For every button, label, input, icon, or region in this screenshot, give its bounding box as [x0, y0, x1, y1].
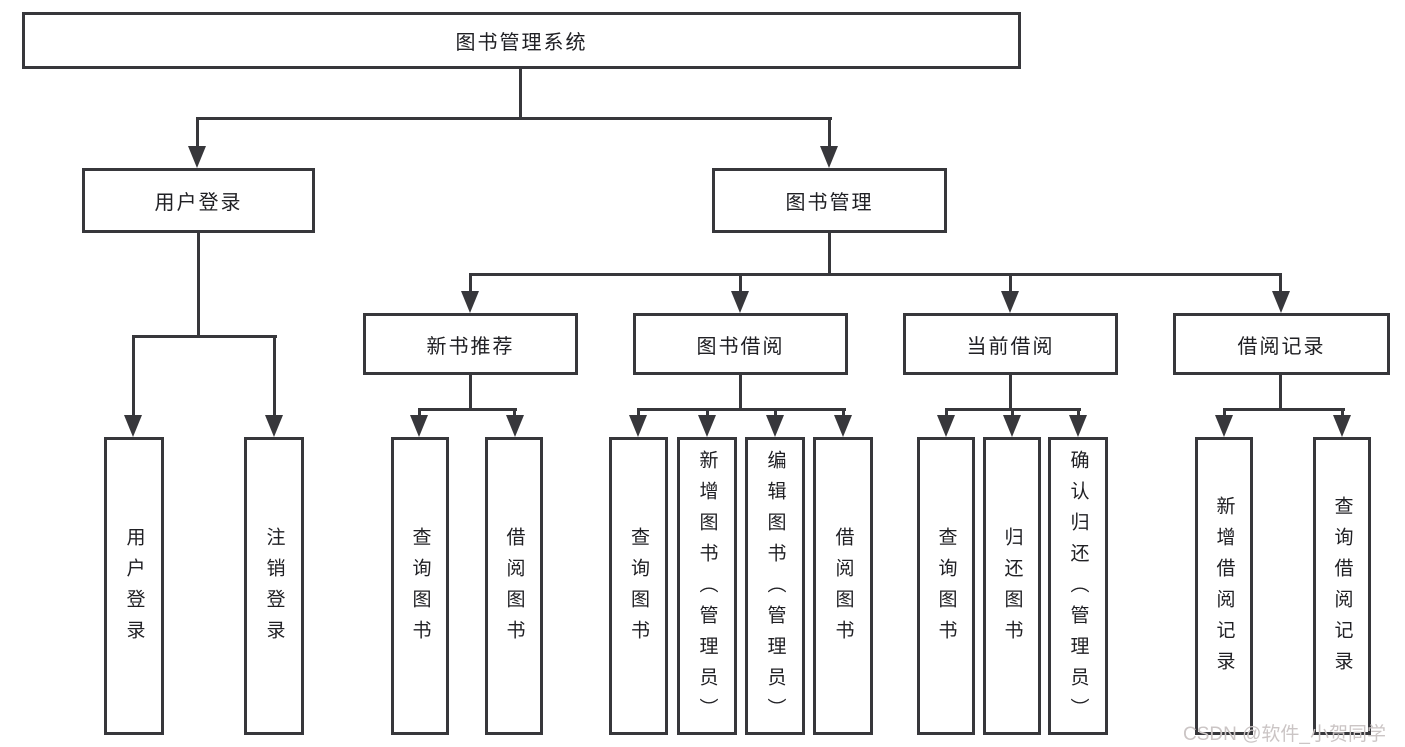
arrow-bb-add-icon: [698, 415, 716, 437]
connector-br-query-shaft: [1341, 408, 1344, 418]
connector-cb-return-shaft: [1011, 408, 1014, 418]
leaf-nb-borrow-book: 借阅图书: [485, 437, 543, 735]
connector-userlogin-bar: [132, 335, 277, 338]
connector-newbook-shaft: [469, 273, 472, 293]
leaf-bb-edit-book-admin: 编辑图书（管理员）: [745, 437, 805, 735]
arrow-cb-query-icon: [937, 415, 955, 437]
connector-cb-confirm-shaft: [1077, 408, 1080, 418]
arrow-newbook-icon: [461, 291, 479, 313]
connector-borrowrecord-bar: [1223, 408, 1345, 411]
leaf-cb-return-book: 归还图书: [983, 437, 1041, 735]
node-book-borrow: 图书借阅: [633, 313, 848, 375]
connector-bookborrow-shaft: [739, 273, 742, 293]
leaf-bb-add-book-admin: 新增图书（管理员）: [677, 437, 737, 735]
connector-root-bar: [196, 117, 832, 120]
arrow-userlogin-icon: [188, 146, 206, 168]
leaf-logout: 注销登录: [244, 437, 304, 735]
leaf-br-query-record: 查询借阅记录: [1313, 437, 1371, 735]
connector-borrowrecord-shaft: [1279, 273, 1282, 293]
connector-bb-edit-shaft: [774, 408, 777, 418]
connector-bookmgmt-bar: [469, 273, 1282, 276]
connector-br-add-shaft: [1223, 408, 1226, 418]
arrow-bb-query-icon: [629, 415, 647, 437]
connector-bookmgmt-stem: [828, 233, 831, 276]
connector-bookborrow-bar: [637, 408, 846, 411]
connector-bb-query-shaft: [637, 408, 640, 418]
connector-root-stem: [519, 69, 522, 117]
connector-borrowrecord-stem: [1279, 375, 1282, 411]
arrow-borrowrecord-icon: [1272, 291, 1290, 313]
node-book-management: 图书管理: [712, 168, 947, 233]
arrow-nb-borrow-icon: [506, 415, 524, 437]
csdn-watermark: CSDN @软件_小贺同学: [1183, 724, 1386, 745]
arrow-bb-edit-icon: [766, 415, 784, 437]
arrow-nb-query-icon: [410, 415, 428, 437]
connector-newbook-stem: [469, 375, 472, 411]
arrow-bb-borrow-icon: [834, 415, 852, 437]
connector-bookmgmt-shaft: [828, 117, 831, 149]
leaf-bb-borrow-book: 借阅图书: [813, 437, 873, 735]
connector-bookborrow-stem: [739, 375, 742, 411]
node-current-borrow: 当前借阅: [903, 313, 1118, 375]
arrow-currentborrow-icon: [1001, 291, 1019, 313]
arrow-bookmgmt-icon: [820, 146, 838, 168]
node-user-login: 用户登录: [82, 168, 315, 233]
connector-nb-query-shaft: [418, 408, 421, 418]
connector-userlogin-stem: [197, 233, 200, 335]
leaf-bb-query-book: 查询图书: [609, 437, 668, 735]
leaf-cb-query-book: 查询图书: [917, 437, 975, 735]
connector-cb-query-shaft: [945, 408, 948, 418]
leaf-cb-confirm-return-admin: 确认归还（管理员）: [1048, 437, 1108, 735]
arrow-br-query-icon: [1333, 415, 1351, 437]
node-borrow-record: 借阅记录: [1173, 313, 1390, 375]
connector-newbook-bar: [418, 408, 517, 411]
arrow-login-leaf-icon: [124, 415, 142, 437]
connector-currentborrow-stem: [1009, 375, 1012, 411]
arrow-cb-confirm-icon: [1069, 415, 1087, 437]
node-root: 图书管理系统: [22, 12, 1021, 69]
connector-bb-add-shaft: [706, 408, 709, 418]
connector-nb-borrow-shaft: [513, 408, 516, 418]
connector-currentborrow-shaft: [1009, 273, 1012, 293]
arrow-bookborrow-icon: [731, 291, 749, 313]
leaf-nb-query-book: 查询图书: [391, 437, 449, 735]
connector-logout-leaf-shaft: [273, 335, 276, 417]
connector-userlogin-shaft: [196, 117, 199, 149]
arrow-br-add-icon: [1215, 415, 1233, 437]
connector-bb-borrow-shaft: [842, 408, 845, 418]
leaf-br-add-record: 新增借阅记录: [1195, 437, 1253, 735]
leaf-user-login: 用户登录: [104, 437, 164, 735]
connector-login-leaf-shaft: [132, 335, 135, 417]
arrow-logout-leaf-icon: [265, 415, 283, 437]
node-new-book-recommend: 新书推荐: [363, 313, 578, 375]
arrow-cb-return-icon: [1003, 415, 1021, 437]
